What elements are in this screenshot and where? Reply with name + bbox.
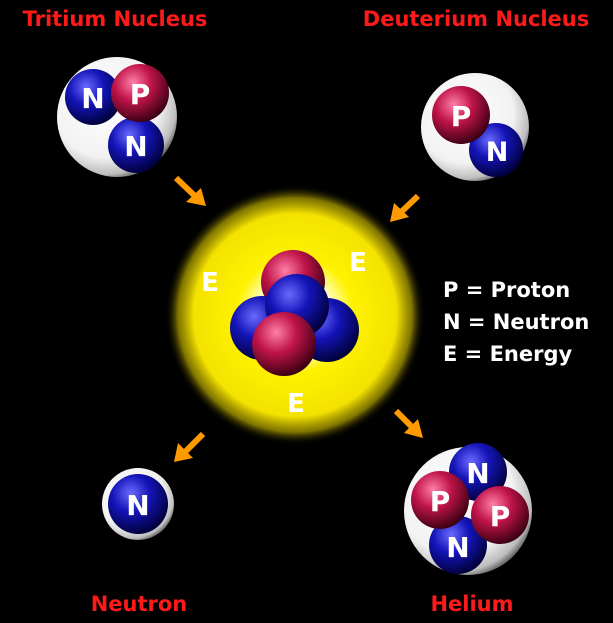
proton-ball bbox=[471, 486, 529, 544]
legend-proton: P = Proton bbox=[443, 278, 570, 302]
svg-text:N: N bbox=[466, 457, 489, 490]
proton-ball bbox=[432, 86, 490, 144]
svg-text:P: P bbox=[490, 500, 511, 533]
neutron-ball bbox=[108, 117, 164, 173]
svg-text:P: P bbox=[430, 485, 451, 518]
arrow-tritium-icon bbox=[173, 175, 206, 206]
tritium-label: Tritium Nucleus bbox=[23, 7, 208, 31]
svg-text:P: P bbox=[451, 100, 472, 133]
energy-letter: E bbox=[349, 248, 367, 278]
energy-letter: E bbox=[287, 389, 305, 419]
legend-neutron: N = Neutron bbox=[443, 310, 589, 334]
proton-ball bbox=[411, 471, 469, 529]
tritium-nucleus: N N P bbox=[57, 57, 177, 177]
svg-text:N: N bbox=[81, 82, 104, 115]
svg-text:N: N bbox=[486, 137, 509, 168]
arrow-neutron-icon bbox=[174, 431, 206, 462]
legend-energy: E = Energy bbox=[443, 342, 572, 366]
energy-letter: E bbox=[201, 268, 219, 298]
arrow-deuterium-icon bbox=[390, 193, 421, 222]
deuterium-nucleus: N P bbox=[421, 73, 529, 181]
arrow-helium-icon bbox=[393, 408, 423, 438]
svg-text:N: N bbox=[124, 130, 147, 163]
svg-text:P: P bbox=[130, 78, 151, 111]
free-neutron: N bbox=[102, 468, 174, 540]
svg-text:N: N bbox=[446, 531, 469, 564]
svg-text:N: N bbox=[126, 489, 149, 522]
neutron-ball bbox=[429, 516, 487, 574]
neutron-ball bbox=[469, 123, 523, 177]
helium-label: Helium bbox=[430, 592, 513, 616]
fused-nucleus bbox=[230, 250, 359, 376]
proton-ball bbox=[111, 64, 169, 122]
neutron-label: Neutron bbox=[91, 592, 188, 616]
deuterium-label: Deuterium Nucleus bbox=[363, 7, 589, 31]
neutron-ball bbox=[108, 474, 168, 534]
proton-ball bbox=[252, 312, 316, 376]
helium-nucleus: N N P P bbox=[404, 443, 532, 575]
legend: P = Proton N = Neutron E = Energy bbox=[443, 278, 589, 366]
neutron-ball bbox=[65, 69, 121, 125]
